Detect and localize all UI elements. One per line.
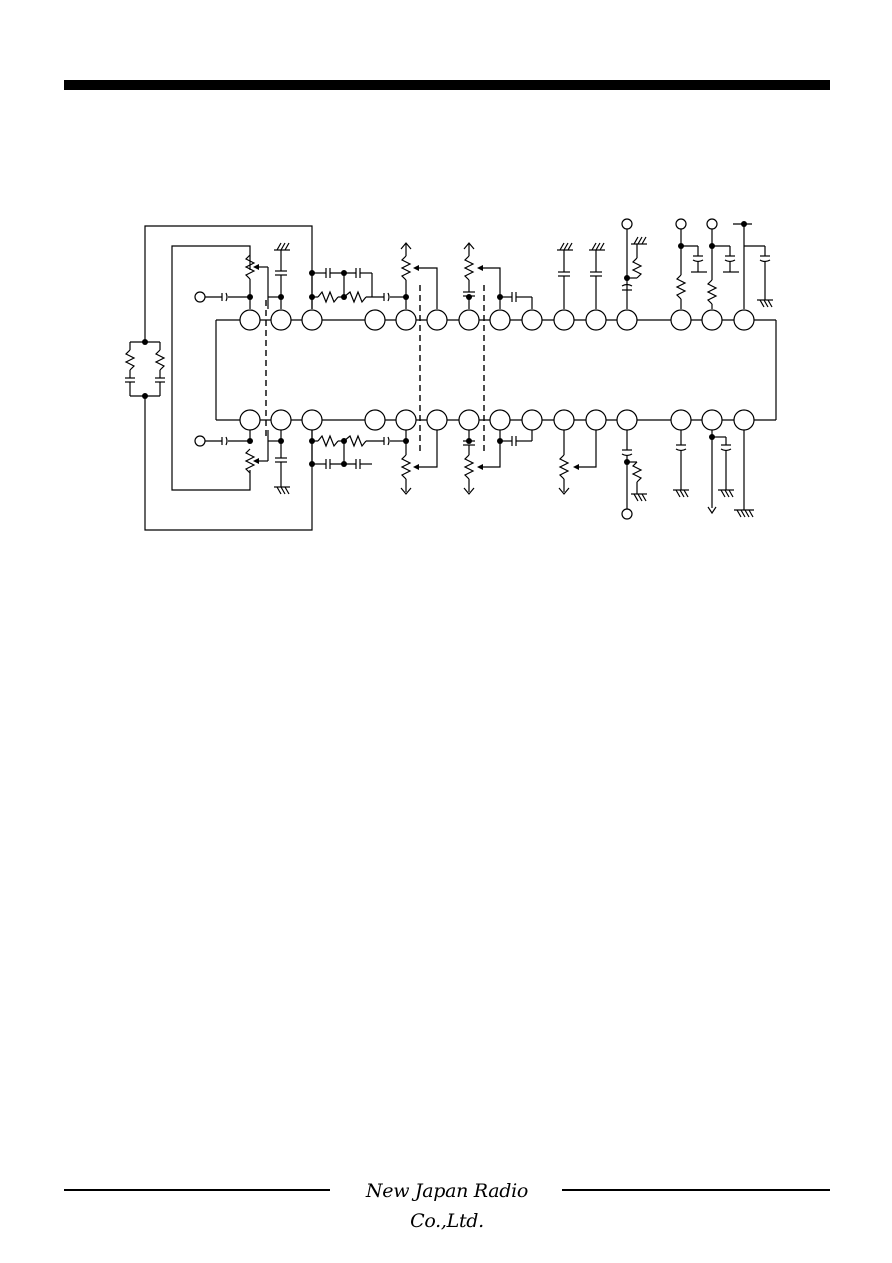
decoupling-pin15-bottom bbox=[707, 430, 734, 515]
pin-top-4 bbox=[364, 309, 386, 331]
supply-pin16 bbox=[733, 223, 773, 309]
supply-pin15 bbox=[706, 218, 739, 309]
output-terminal-top bbox=[621, 218, 647, 309]
pin-top-9 bbox=[521, 309, 543, 331]
pin-bottom-4 bbox=[364, 409, 386, 431]
pin-bottom-1 bbox=[239, 409, 261, 431]
bass-pot-bottom bbox=[400, 430, 438, 495]
pin-top-14 bbox=[701, 309, 723, 331]
tone-network-top bbox=[311, 268, 406, 309]
pin-bottom-3 bbox=[301, 409, 323, 431]
balance-pot bbox=[558, 430, 597, 495]
pin-bottom-5 bbox=[395, 409, 417, 431]
pin-bottom-8 bbox=[489, 409, 511, 431]
parallel-rc-network bbox=[124, 341, 166, 397]
pin-bottom-11 bbox=[585, 409, 607, 431]
pin-top-15 bbox=[733, 309, 755, 331]
pin-bottom-12 bbox=[616, 409, 638, 431]
pin-bottom-13 bbox=[670, 409, 692, 431]
pin-top-12 bbox=[616, 309, 638, 331]
pin-bottom-9 bbox=[521, 409, 543, 431]
ic-body-outline bbox=[215, 319, 777, 421]
pin-top-5 bbox=[395, 309, 417, 331]
treble-pot-top bbox=[463, 242, 533, 309]
tone-network-bottom bbox=[311, 430, 406, 469]
application-circuit-diagram bbox=[124, 218, 777, 531]
pin-top-1 bbox=[239, 309, 261, 331]
pin-top-10 bbox=[553, 309, 575, 331]
pin-top-13 bbox=[670, 309, 692, 331]
pin-bottom-6 bbox=[426, 409, 448, 431]
volume-pot-bottom bbox=[244, 430, 269, 474]
input-terminal-bottom bbox=[194, 430, 251, 447]
output-terminal-bottom bbox=[621, 430, 647, 520]
volume-pot-top bbox=[244, 254, 269, 309]
decoupling-pin14-bottom bbox=[673, 430, 689, 498]
pin-row-bottom bbox=[239, 409, 755, 431]
supply-pin14 bbox=[675, 218, 707, 309]
pin-top-6 bbox=[426, 309, 448, 331]
pin-top-11 bbox=[585, 309, 607, 331]
pin-top-2 bbox=[270, 309, 292, 331]
pin-bottom-14 bbox=[701, 409, 723, 431]
input-terminal-top bbox=[194, 291, 251, 309]
pin-bottom-2 bbox=[270, 409, 292, 431]
outer-feedback-loop bbox=[144, 225, 313, 531]
pin-top-3 bbox=[301, 309, 323, 331]
pin-row-top bbox=[239, 309, 755, 331]
pin-bottom-7 bbox=[458, 409, 480, 431]
ground-cap-pin12 bbox=[589, 242, 605, 309]
header-rule bbox=[64, 80, 830, 90]
footer-rule-left bbox=[64, 1189, 330, 1191]
pin-top-8 bbox=[489, 309, 511, 331]
ground-cap-pin11 bbox=[557, 242, 573, 309]
bypass-cap-pin2-top bbox=[268, 242, 290, 309]
junction-dots bbox=[142, 221, 747, 467]
pin-top-7 bbox=[458, 309, 480, 331]
company-name: New Japan Radio Co.,Ltd. bbox=[365, 1180, 529, 1232]
pin-bottom-10 bbox=[553, 409, 575, 431]
footer-rule-right bbox=[562, 1189, 830, 1191]
pin-bottom-15 bbox=[733, 409, 755, 431]
ground-pin16-bottom bbox=[734, 430, 754, 518]
